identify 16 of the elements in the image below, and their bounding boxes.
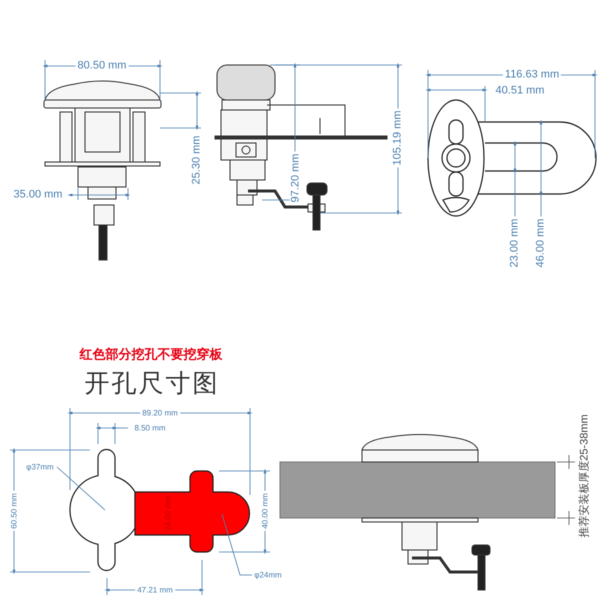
leader-line: [222, 514, 252, 576]
cutout-area: [134, 470, 250, 553]
dimension-label: 24.00 mm: [163, 493, 173, 533]
diagram-title: 开孔尺寸图: [84, 368, 220, 400]
dimension-label: 40.00 mm: [260, 491, 270, 531]
dimension-label: 97.20 mm: [290, 152, 302, 204]
note-text: 红色部分挖孔不要挖穿板: [78, 348, 224, 362]
dimension-label: 89.20 mm: [140, 408, 180, 418]
dimension-label: 推荐安装板厚度25-38mm: [578, 412, 592, 540]
diameter-label: φ24mm: [252, 570, 284, 580]
dimension-label: 60.50 mm: [9, 491, 19, 531]
dimension-label: 8.50 mm: [132, 423, 168, 433]
dimension-label: 47.21 mm: [135, 585, 175, 595]
diameter-label: φ37mm: [24, 462, 56, 472]
round-hole-outline: [69, 448, 136, 572]
leader-line: [56, 466, 106, 510]
